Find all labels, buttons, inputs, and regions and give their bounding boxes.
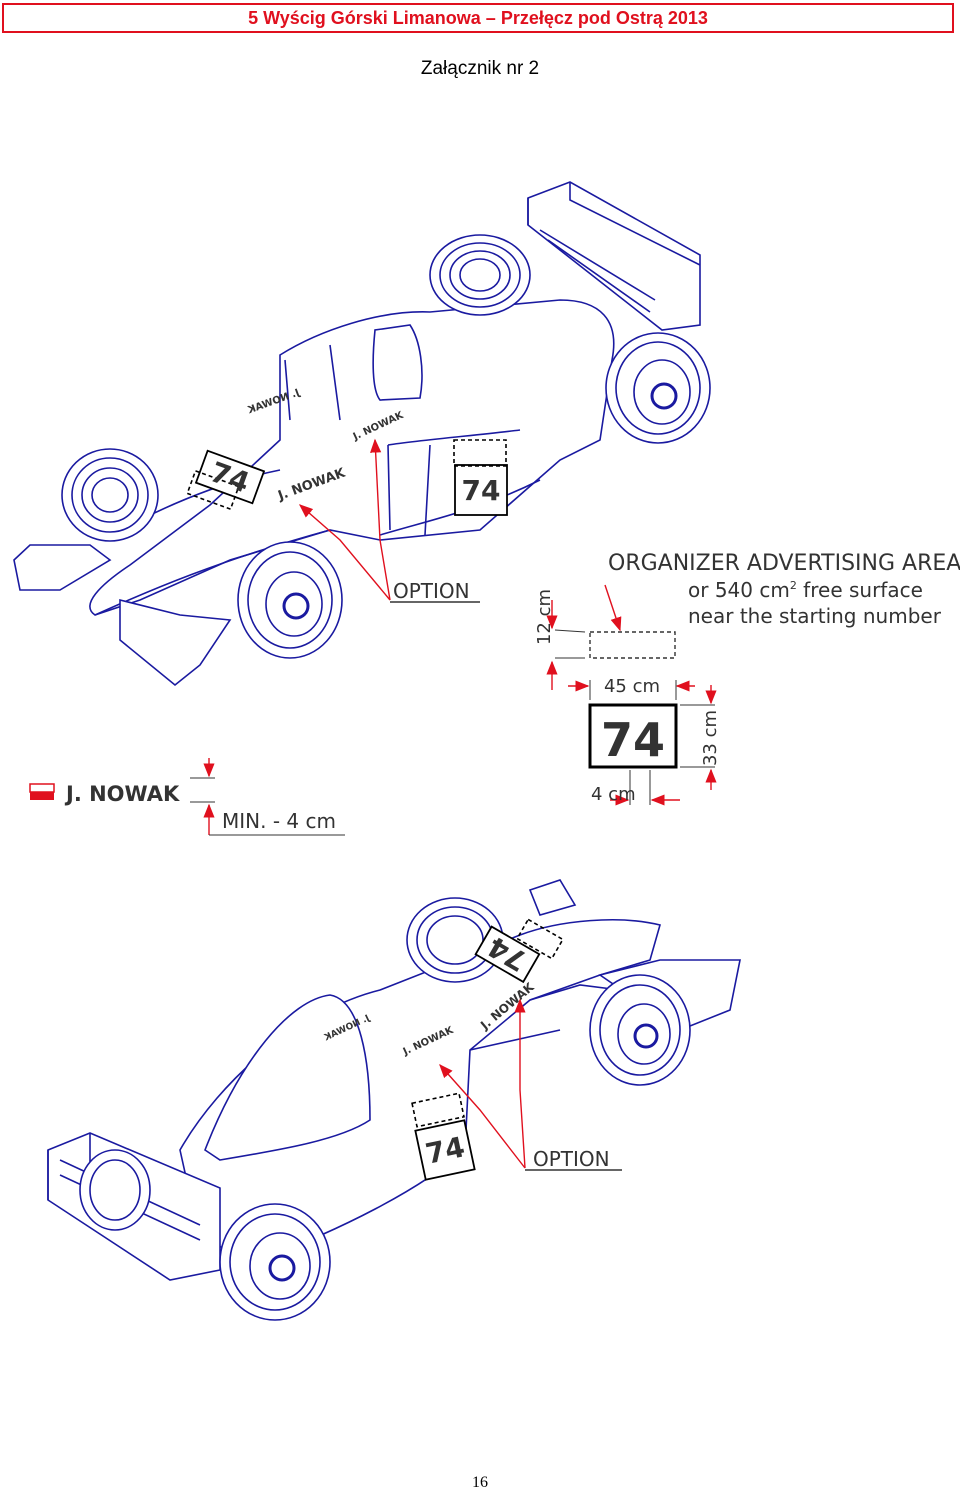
option-leader-top [298,438,480,603]
option-label-top: OPTION [393,579,470,603]
height-33-label: 33 cm [700,710,721,766]
car-top-side-number: 74 [462,474,501,507]
organizer-line3: near the starting number [688,604,942,628]
header-title: 5 Wyścig Górski Limanowa – Przełęcz pod … [248,7,708,28]
car-body [89,299,615,616]
rear-wing [527,181,701,331]
wheel-rear-left [429,234,531,316]
organizer-title: ORGANIZER ADVERTISING AREA [608,551,960,576]
wheel-front-right [237,541,343,659]
driver-name-legend: J. NOWAK MIN. - 4 cm [29,758,345,836]
document-header: 5 Wyścig Górski Limanowa – Przełęcz pod … [2,3,954,33]
min-height-label: MIN. - 4 cm [222,809,336,833]
attachment-title: Załącznik nr 2 [420,58,540,79]
width-45-label: 45 cm [604,676,660,697]
height-12-label: 12 cm [534,589,555,645]
car-bottom-illustration [47,879,741,1321]
wheel-bottom-left [79,1149,151,1231]
option-leader-bottom [439,998,622,1171]
flag-icon [29,783,55,793]
front-wing [13,544,232,687]
car-top-illustration [13,181,711,687]
number-plate-sample-number: 74 [601,713,665,767]
car-bottom-side-number: 74 [423,1130,468,1170]
organizer-line2: or 540 cm2 free surface [688,578,923,602]
wheel-bottom-front-right [589,974,691,1086]
option-label-bottom: OPTION [533,1147,610,1171]
number-plate-sample [588,703,678,769]
organizer-area-box [589,631,676,659]
wheel-bottom-rear-right [219,1203,331,1321]
wheel-front-left [61,448,159,542]
driver-name-sample: J. NOWAK [64,782,180,806]
margin-4-label: 4 cm [591,784,636,805]
page-number: 16 [472,1474,488,1491]
wheel-rear-right [605,332,711,444]
organizer-area-legend: ORGANIZER ADVERTISING AREA or 540 cm2 fr… [534,551,960,806]
